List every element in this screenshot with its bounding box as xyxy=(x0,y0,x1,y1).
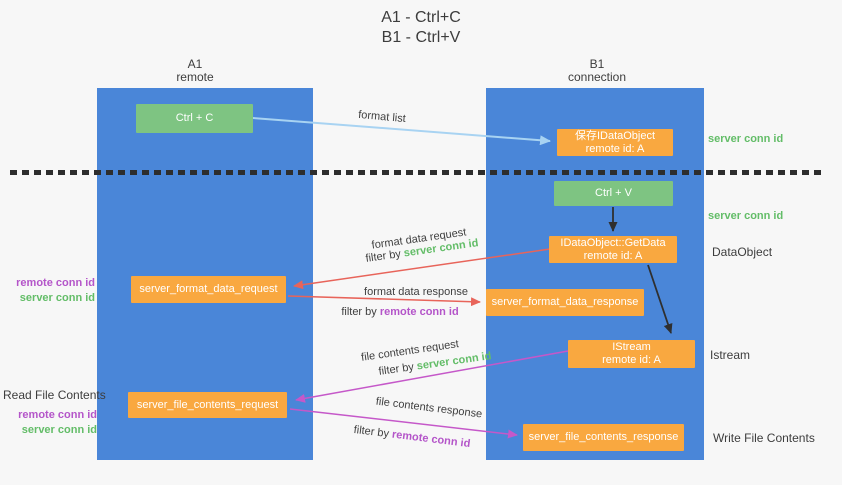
istream-line1: IStream xyxy=(612,341,651,353)
ctrl-v-label: Ctrl + V xyxy=(595,187,632,199)
filter-by-text: filter by xyxy=(364,248,402,265)
server-format-data-response-label: server_format_data_response xyxy=(491,296,639,308)
filter-by-remote-conn-id-label-2: filter by remote conn id xyxy=(353,424,471,450)
filter-by-text: filter by xyxy=(341,306,377,318)
lane-a1-subtitle: remote xyxy=(176,70,214,84)
title-line-1: A1 - Ctrl+C xyxy=(381,9,461,26)
server-format-data-response-node: server_format_data_response xyxy=(486,289,644,316)
server-file-contents-request-label: server_file_contents_request xyxy=(136,398,279,411)
remote-conn-id-left-1: remote conn id xyxy=(16,277,95,289)
ctrl-v-node: Ctrl + V xyxy=(554,181,673,206)
server-conn-id-right-top: server conn id xyxy=(708,133,784,145)
server-file-contents-response-label: server_file_contents_response xyxy=(528,431,679,443)
istream-node: IStream remote id: A xyxy=(568,340,695,368)
ctrl-c-label: Ctrl + C xyxy=(175,112,214,124)
remote-conn-id-left-2: remote conn id xyxy=(18,409,97,421)
filter-by-text: filter by xyxy=(353,423,390,441)
lane-b1-title: B1 xyxy=(589,57,605,71)
getdata-line2: remote id: A xyxy=(583,249,643,262)
lane-b1-header: B1 connection xyxy=(537,58,657,84)
istream-line2: remote id: A xyxy=(602,354,661,366)
read-file-contents-label: Read File Contents xyxy=(3,388,106,402)
dotted-separator-line xyxy=(10,170,825,175)
server-format-data-request-node: server_format_data_request xyxy=(131,276,286,303)
idataobject-getdata-node: IDataObject::GetData remote id: A xyxy=(549,236,677,263)
remote-conn-id-text: remote conn id xyxy=(379,306,459,318)
filter-by-text: filter by xyxy=(377,361,415,378)
getdata-line1: IDataObject::GetData xyxy=(560,236,666,249)
lane-a1-header: A1 remote xyxy=(135,58,255,84)
dataobject-label: DataObject xyxy=(712,245,773,259)
format-list-label: format list xyxy=(357,108,407,126)
istream-side-label: Istream xyxy=(710,348,751,362)
server-format-data-request-label: server_format_data_request xyxy=(139,283,278,295)
write-file-contents-label: Write File Contents xyxy=(713,431,815,445)
title-line-2: B1 - Ctrl+V xyxy=(381,29,461,46)
file-contents-response-label: file contents response xyxy=(375,395,483,421)
left-conn-id-block-2: remote conn id server conn id xyxy=(18,408,97,438)
server-conn-id-left-1: server conn id xyxy=(19,292,95,304)
server-conn-id-left-2: server conn id xyxy=(21,424,97,436)
ctrl-c-node: Ctrl + C xyxy=(136,104,253,133)
server-conn-id-right-mid: server conn id xyxy=(708,210,784,222)
lane-a1-title: A1 xyxy=(187,57,203,71)
format-data-response-label: format data response xyxy=(364,286,468,298)
save-idataobject-node: 保存IDataObject remote id: A xyxy=(557,129,673,156)
left-conn-id-block-1: remote conn id server conn id xyxy=(16,276,95,306)
diagram-title: A1 - Ctrl+C B1 - Ctrl+V xyxy=(0,8,842,48)
save-idataobject-line2: remote id: A xyxy=(585,142,645,155)
lane-b1-subtitle: connection xyxy=(567,70,627,84)
remote-conn-id-text: remote conn id xyxy=(391,428,471,451)
server-file-contents-request-node: server_file_contents_request xyxy=(128,392,287,418)
server-file-contents-response-node: server_file_contents_response xyxy=(523,424,684,451)
filter-by-remote-conn-id-label-1: filter by remote conn id xyxy=(341,306,458,318)
save-idataobject-line1: 保存IDataObject xyxy=(574,129,656,142)
